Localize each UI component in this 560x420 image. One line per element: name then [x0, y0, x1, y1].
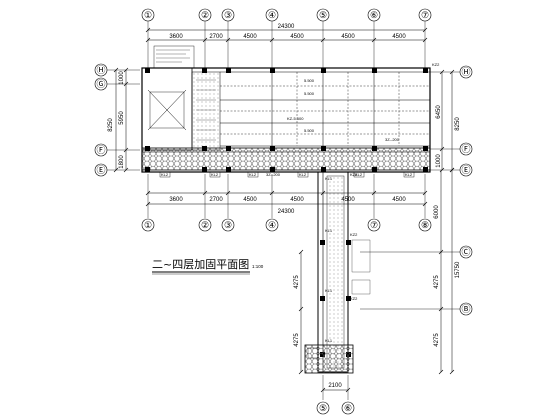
beam-tag-5: KL2 — [355, 172, 363, 177]
corridor-tag-1: KL1 — [325, 176, 333, 181]
bottom-span: 2100 — [328, 383, 342, 389]
axis-label-mid-7: ⑦ — [370, 220, 378, 230]
axis-label-right-c: Ⓒ — [461, 247, 470, 257]
axis-label-left-e: Ⓔ — [96, 165, 105, 175]
room-label: KZ-5.500 — [287, 116, 304, 121]
beam-small-note-2: 3Z--200 — [266, 172, 281, 177]
axis-label-right-h: Ⓗ — [461, 67, 470, 77]
axis-label-top-1: ① — [144, 10, 152, 20]
corridor-right-span-2: 4275 — [434, 275, 440, 289]
corridor-tag-3: KL1 — [325, 288, 333, 293]
top-span-6: 4500 — [392, 34, 406, 40]
axis-label-right-f: Ⓕ — [461, 144, 470, 154]
left-span-3: 1000 — [119, 71, 125, 85]
top-span-3: 4500 — [243, 34, 257, 40]
axis-label-top-2: ② — [201, 10, 209, 20]
right-span-2: 1000 — [436, 154, 442, 168]
column-markers — [145, 68, 428, 172]
slab-label-a: 5.500 — [304, 78, 315, 83]
column-tag-right: KZ2 — [432, 62, 440, 67]
mid-span-6: 4500 — [392, 197, 406, 203]
beam-tag-1: KL2 — [161, 172, 169, 177]
bottom-axis: 2100 ⑤ ⑥ — [316, 375, 355, 415]
mid-total-dimension: 24300 — [278, 209, 295, 215]
axis-label-top-3: ③ — [224, 10, 232, 20]
corridor-tag-2: KL1 — [325, 228, 333, 233]
axis-label-left-h: Ⓗ — [96, 65, 105, 75]
axis-label-bottom-6: ⑥ — [344, 403, 352, 413]
axis-label-right-e: Ⓔ — [461, 165, 470, 175]
axis-label-mid-3: ③ — [224, 220, 232, 230]
top-span-1: 3600 — [169, 34, 183, 40]
axis-label-mid-1: ① — [144, 220, 152, 230]
left-span-2: 1800 — [119, 155, 125, 169]
axis-label-top-7: ⑦ — [421, 10, 429, 20]
axis-label-left-g: Ⓖ — [96, 79, 105, 89]
axis-label-top-5: ⑤ — [319, 10, 327, 20]
corridor-span-2: 4275 — [294, 333, 300, 347]
corridor-tag-4: KL1 — [325, 338, 333, 343]
axis-label-mid-8: ⑧ — [421, 220, 429, 230]
right-total-dimension: 8250 — [455, 117, 461, 131]
slab-label-c: 5.500 — [304, 128, 315, 133]
top-span-4: 4500 — [290, 34, 304, 40]
left-span-1: 5950 — [119, 111, 125, 125]
top-dimension-lines: 24300 3600 2700 4500 4500 4500 4500 — [145, 24, 428, 43]
corridor-extension: KL1 KL1 KL1 KL1 KZ2 KZ2 KZ2 — [304, 171, 371, 374]
corridor-right-span-3: 4275 — [434, 333, 440, 347]
top-total-dimension: 24300 — [278, 24, 295, 30]
corridor-column-tag-2: KZ2 — [350, 232, 358, 237]
mid-span-3: 4500 — [243, 197, 257, 203]
corridor-left-dimensions: 4275 4275 — [294, 249, 304, 375]
corridor-span-1: 4275 — [294, 275, 300, 289]
axis-label-left-f: Ⓕ — [96, 145, 105, 155]
top-span-5: 4500 — [341, 34, 355, 40]
corridor-right-span-1: 6000 — [434, 205, 440, 219]
mid-dimension-lines: 3600 2700 4500 4500 4500 4500 24300 ① ② … — [141, 174, 432, 232]
left-total-dimension: 8250 — [108, 118, 114, 132]
stair-core — [141, 67, 193, 151]
corridor-total-dimension: 15750 — [455, 261, 461, 278]
corridor-column-tag-3: KZ2 — [350, 296, 358, 301]
left-axis-bubbles: Ⓗ Ⓖ Ⓕ Ⓔ 8250 5950 1800 1000 — [94, 63, 140, 177]
corridor-right-dimensions: 6000 4275 4275 15750 — [434, 167, 461, 375]
axis-label-mid-2: ② — [201, 220, 209, 230]
beam-tag-3: KL2 — [249, 172, 257, 177]
beam-tag-2: KL2 — [211, 172, 219, 177]
beam-tag-4: KL2 — [299, 172, 307, 177]
mid-span-2: 2700 — [209, 197, 223, 203]
drawing-title-block: 二~四层加固平面图 1:100 — [152, 258, 264, 275]
mid-span-1: 3600 — [169, 197, 183, 203]
top-axis-bubbles: ① ② ③ ④ ⑤ ⑥ ⑦ — [141, 8, 432, 72]
beam-small-note: 3Z--200 — [385, 137, 400, 142]
beam-tag-6: KL2 — [405, 172, 413, 177]
slab-label-b: 5.500 — [304, 91, 315, 96]
axis-label-mid-4: ④ — [268, 220, 276, 230]
corridor-column-tag-1: KZ2 — [350, 172, 358, 177]
drawing-scale: 1:100 — [252, 264, 264, 269]
top-span-2: 2700 — [209, 34, 223, 40]
axis-label-top-4: ④ — [268, 10, 276, 20]
axis-label-bottom-5: ⑤ — [319, 403, 327, 413]
main-building-block: 5.500 5.500 KZ-5.500 5.500 KZ2 — [141, 45, 440, 178]
corridor-hatch — [141, 147, 431, 171]
axis-label-top-6: ⑥ — [370, 10, 378, 20]
right-span-1: 6450 — [436, 105, 442, 119]
right-axis-bubbles: Ⓗ Ⓕ Ⓔ Ⓒ Ⓑ 6450 1000 8250 — [360, 65, 473, 316]
drawing-title: 二~四层加固平面图 — [152, 258, 249, 271]
axis-label-right-b: Ⓑ — [461, 304, 470, 314]
mid-span-4: 4500 — [290, 197, 304, 203]
